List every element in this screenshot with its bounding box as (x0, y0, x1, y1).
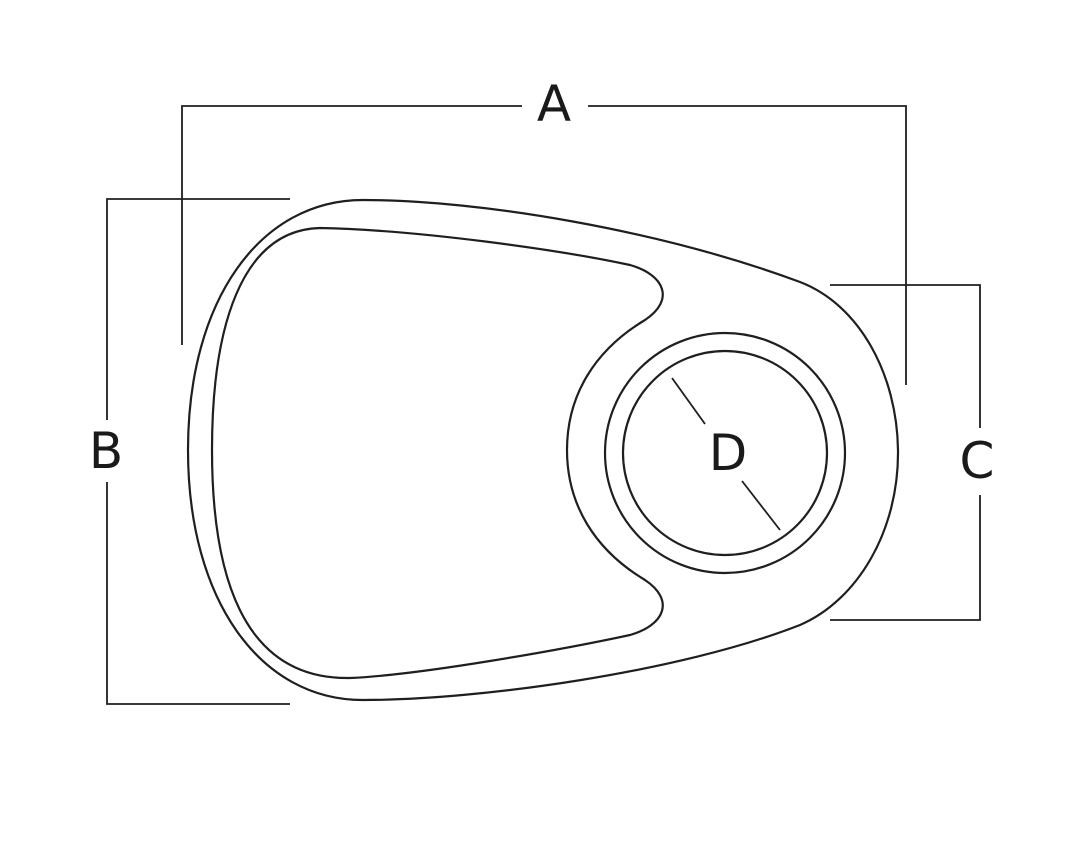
dimension-c-bottom-line (830, 495, 981, 621)
dimension-b-label: B (89, 422, 123, 480)
dimension-d: D (671, 377, 781, 531)
dimension-b-bottom-line (106, 482, 290, 705)
dimension-a: A (181, 75, 907, 385)
part-inner-opening-outline (210, 226, 664, 680)
dimension-a-left-line (181, 105, 522, 345)
part-outer-outline (186, 198, 900, 702)
dimension-a-right-line (588, 105, 907, 385)
hole-inner-ring (621, 349, 829, 557)
dimension-d-label: D (709, 424, 748, 482)
dimension-b-top-line (106, 198, 290, 420)
dimension-c: C (830, 284, 995, 621)
dimension-d-lower-leader (741, 480, 781, 531)
hole-outer-ring (603, 331, 847, 575)
dimension-c-top-line (830, 284, 981, 428)
dimension-a-label: A (537, 75, 571, 133)
dimension-b: B (89, 198, 290, 705)
dimension-c-label: C (960, 432, 995, 490)
dimension-d-upper-leader (671, 377, 706, 425)
